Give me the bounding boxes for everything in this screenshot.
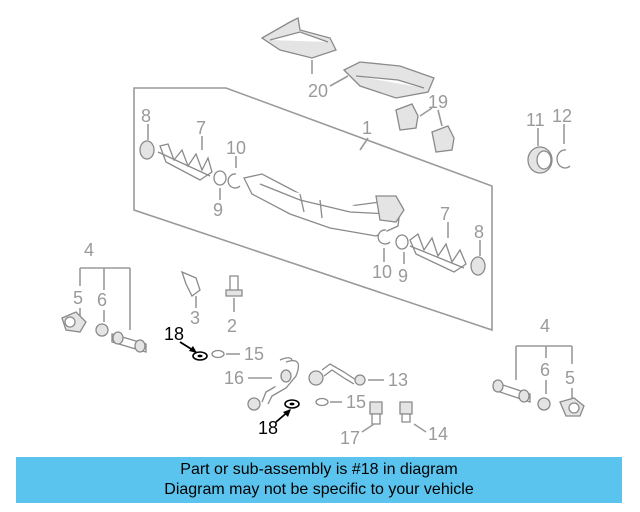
callout-10a: 10 (226, 138, 246, 158)
part-3-bracket (180, 270, 201, 297)
part-4-left-rod (111, 331, 147, 353)
callout-18a: 18 (164, 324, 184, 344)
callout-19: 19 (428, 92, 448, 112)
leader-19a (419, 107, 433, 117)
arrow-18b (283, 409, 291, 417)
part-10-left-clip (227, 173, 241, 189)
part-14-fitting (399, 401, 413, 423)
callout-4a: 4 (84, 240, 94, 260)
callout-13: 13 (388, 370, 408, 390)
callout-6b: 6 (540, 360, 550, 380)
callout-9a: 9 (213, 200, 223, 220)
part-8-left-clamp (139, 140, 155, 160)
callout-3: 3 (190, 308, 200, 328)
part-15-washer-lower (315, 397, 329, 407)
callout-16: 16 (224, 368, 244, 388)
part-8-right-clamp (470, 256, 486, 276)
callout-17: 17 (340, 428, 360, 448)
part-16-hose (247, 357, 300, 411)
callout-8b: 8 (474, 222, 484, 242)
part-6-right-nut (537, 397, 551, 411)
callout-20: 20 (308, 81, 328, 101)
callout-2: 2 (227, 316, 237, 336)
part-11-seal (527, 146, 553, 174)
part-20-bracket (260, 17, 435, 99)
leader-4b (515, 345, 573, 380)
callout-14: 14 (428, 424, 448, 444)
rack-assembly-outline (133, 87, 493, 332)
part-2-bolt (225, 275, 243, 297)
part-9-left-nut (213, 170, 227, 186)
leader-20b (329, 75, 349, 87)
callout-5a: 5 (73, 288, 83, 308)
callout-10b: 10 (372, 262, 392, 282)
steering-rack-body (243, 173, 405, 237)
leader-17 (361, 423, 375, 433)
leader-14 (413, 423, 427, 433)
callout-11: 11 (526, 110, 545, 130)
callout-15b: 15 (346, 392, 366, 412)
leader-19b (437, 109, 443, 127)
part-5-left-tie-rod-end (61, 311, 87, 333)
callout-7b: 7 (440, 204, 450, 224)
part-7-right-boot (409, 232, 467, 273)
part-12-ring (556, 149, 571, 169)
callout-9b: 9 (398, 266, 408, 286)
callout-1: 1 (362, 118, 372, 138)
banner-line-1: Part or sub-assembly is #18 in diagram (180, 461, 458, 478)
callout-7a: 7 (196, 118, 206, 138)
part-5-right-tie-rod-end (559, 397, 585, 417)
part-9-right-nut (395, 234, 409, 250)
part-18-washer-upper (192, 351, 208, 361)
callout-12: 12 (552, 106, 572, 126)
banner-line-2: Diagram may not be specific to your vehi… (164, 481, 474, 498)
part-4-right-rod (492, 379, 531, 403)
callout-4b: 4 (540, 316, 550, 336)
part-18-washer-lower (284, 399, 300, 409)
part-13-hose (308, 363, 366, 386)
part-10-right-clip (377, 229, 391, 245)
part-15-washer-upper (211, 349, 225, 359)
part-6-left-nut (95, 323, 109, 337)
leader-1 (359, 137, 369, 151)
callout-8a: 8 (141, 106, 151, 126)
callout-5b: 5 (565, 368, 575, 388)
callout-6a: 6 (97, 290, 107, 310)
callout-18b: 18 (258, 418, 278, 438)
part-7-left-boot (157, 143, 213, 181)
info-banner: Part or sub-assembly is #18 in diagram D… (16, 457, 622, 503)
leader-4a (79, 267, 131, 330)
callout-15a: 15 (244, 344, 264, 364)
part-19-bushings (395, 103, 455, 153)
arrow-18a (189, 346, 197, 353)
part-17-fitting (369, 401, 383, 425)
